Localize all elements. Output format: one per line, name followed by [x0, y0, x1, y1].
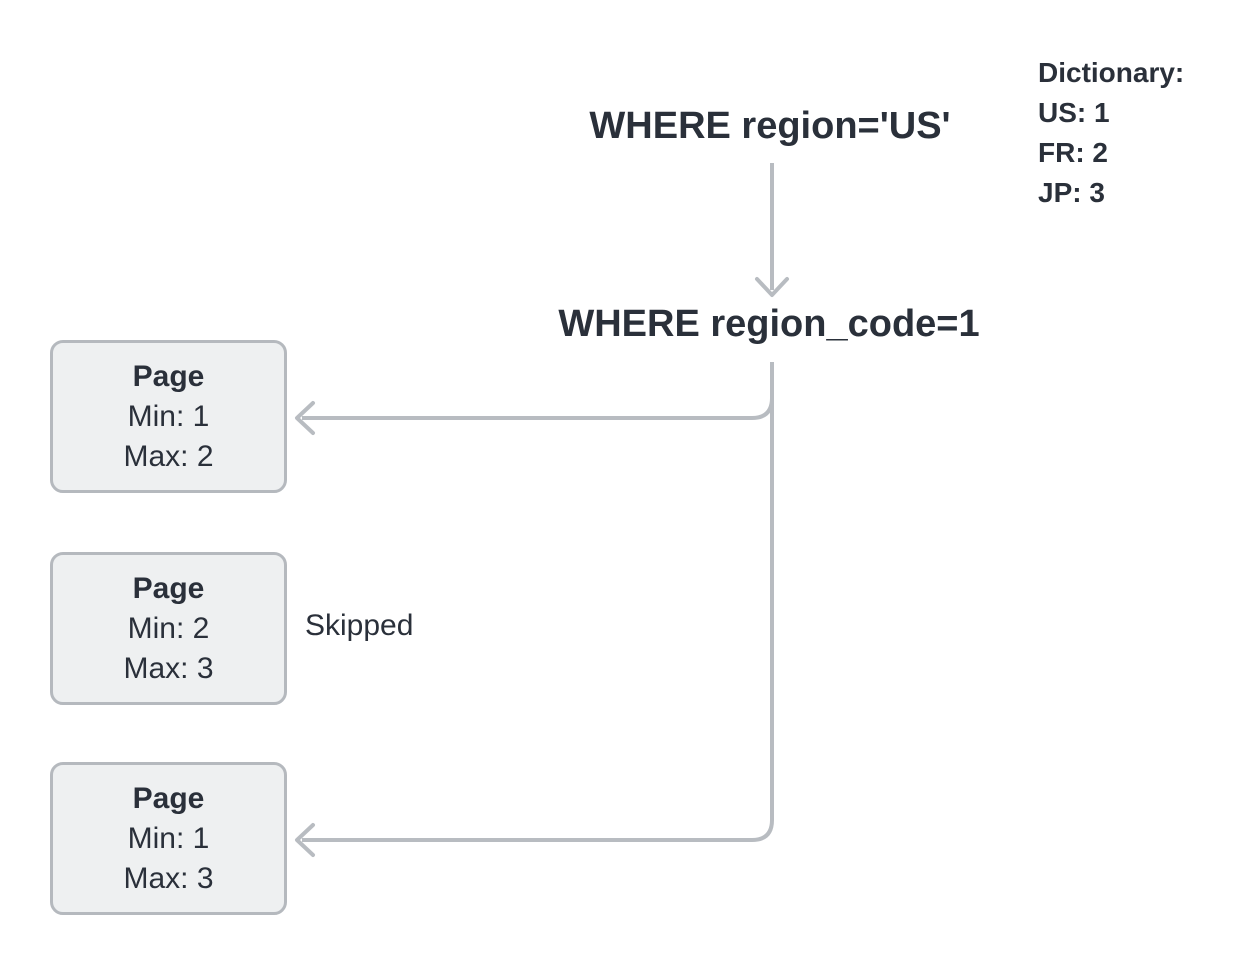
page-box-2-min: Min: 2: [127, 611, 210, 645]
branch-to-page1-head: [295, 401, 315, 435]
page-box-3-min: Min: 1: [127, 821, 210, 855]
page-box-2: Page Min: 2 Max: 3: [50, 552, 287, 705]
dictionary-entry-fr: FR: 2: [1038, 137, 1108, 168]
page-box-1-min: Min: 1: [127, 399, 210, 433]
page-box-1-title: Page: [132, 359, 205, 393]
dictionary-title: Dictionary:: [1038, 57, 1185, 88]
page-box-2-title: Page: [132, 571, 205, 605]
dictionary-entry-jp: JP: 3: [1038, 177, 1105, 208]
dictionary-panel: Dictionary: US: 1 FR: 2 JP: 3: [1038, 53, 1184, 213]
trunk-to-page3-head: [295, 823, 315, 857]
skipped-label: Skipped: [305, 609, 414, 642]
page-box-3: Page Min: 1 Max: 3: [50, 762, 287, 915]
page-box-1-max: Max: 2: [123, 439, 214, 473]
query-rewritten: WHERE region_code=1: [558, 303, 980, 345]
trunk-to-page3-line: [302, 362, 774, 842]
page-box-2-max: Max: 3: [123, 651, 214, 685]
page-box-3-title: Page: [132, 781, 205, 815]
dictionary-entry-us: US: 1: [1038, 97, 1110, 128]
query-original: WHERE region='US': [589, 105, 951, 147]
arrow-query-to-rewritten-head: [755, 277, 789, 297]
page-box-1: Page Min: 1 Max: 2: [50, 340, 287, 493]
branch-to-page1-line: [302, 397, 774, 420]
page-box-3-max: Max: 3: [123, 861, 214, 895]
